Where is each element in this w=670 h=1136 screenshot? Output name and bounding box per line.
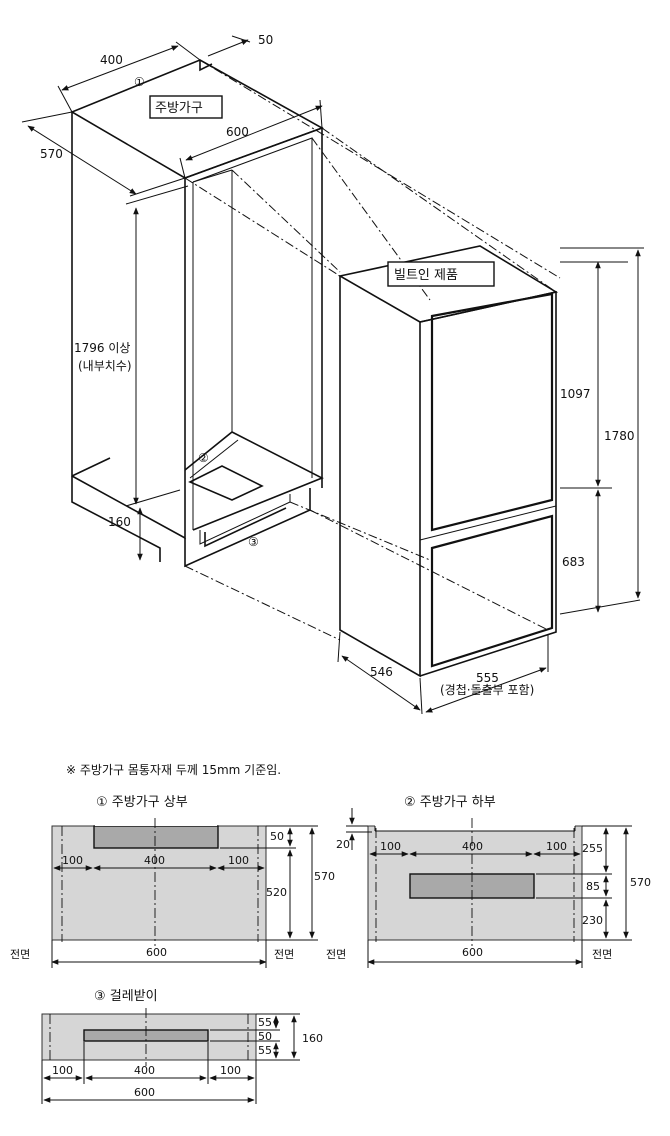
bottom-view-100a: 100 [380,840,401,853]
material-note: ※ 주방가구 몸통자재 두께 15mm 기준임. [66,763,281,777]
bottom-view-section: ② 주방가구 하부 100 400 100 600 전면 전면 20 [326,795,651,968]
bottom-view-255: 255 [582,842,603,855]
dim-600-label: 600 [226,125,249,139]
plinth-view-160: 160 [302,1032,323,1045]
dim-line-570 [27,125,137,195]
top-view-50: 50 [270,830,284,843]
circle-3-label: ③ [248,535,259,549]
top-view-570: 570 [314,870,335,883]
dim-1780-label: 1780 [604,429,635,443]
plinth-view-section: ③ 걸레받이 100 400 100 600 55 50 55 160 [41,989,323,1104]
dim-1097-label: 1097 [560,387,591,401]
bottom-view-title: ② 주방가구 하부 [404,795,496,810]
plinth-view-55b: 55 [258,1044,272,1057]
bottom-view-570: 570 [630,876,651,889]
plinth-view-55a: 55 [258,1016,272,1029]
top-view-slot [93,825,219,849]
dim-1796-label: 1796 이상 [74,341,130,355]
circle-1-label: ① [134,75,145,89]
projection-lines [184,59,561,641]
top-view-600: 600 [146,946,167,959]
bottom-view-20: 20 [336,838,350,851]
product-label-box [387,261,495,287]
plinth-view-50: 50 [258,1030,272,1043]
dim-line-400 [61,45,179,91]
plinth-view-title: ③ 걸레받이 [94,989,158,1004]
plinth-view-100b: 100 [220,1064,241,1077]
bottom-view-400: 400 [462,840,483,853]
dim-1796-sub-label: (내부치수) [78,359,132,373]
plinth-view-400: 400 [134,1064,155,1077]
bottom-view-front-left: 전면 [326,948,346,961]
dim-line-555 [425,667,547,713]
dim-546-label: 546 [370,665,393,679]
plinth-view-600: 600 [134,1086,155,1099]
dim-555-label: 555 [476,671,499,685]
built-in-product-drawing: 빌트인 제품 1097 683 1780 546 555 (경첩·돌출부 포함) [337,245,644,715]
top-view-100a: 100 [62,854,83,867]
top-view-section: ① 주방가구 상부 100 400 100 600 전면 전면 50 520 5… [10,795,335,968]
dim-555-sub-label: (경첩·돌출부 포함) [440,683,534,697]
dim-570-label: 570 [40,147,63,161]
dim-50-label: 50 [258,33,273,47]
top-view-100b: 100 [228,854,249,867]
bottom-view-230: 230 [582,914,603,927]
bottom-view-100b: 100 [546,840,567,853]
top-view-front-right: 전면 [274,948,294,961]
dim-160-label: 160 [108,515,131,529]
cabinet-label: 주방가구 [155,101,203,116]
bottom-view-front-right: 전면 [592,948,612,961]
kitchen-cabinet-drawing: 주방가구 400 ① 50 570 600 1796 이상 (내부치수) 160… [21,33,324,568]
top-view-520: 520 [266,886,287,899]
top-view-front-left: 전면 [10,948,30,961]
top-view-400: 400 [144,854,165,867]
circle-2-label: ② [198,451,209,465]
top-view-title: ① 주방가구 상부 [96,795,188,810]
dim-400-label: 400 [100,53,123,67]
product-label: 빌트인 제품 [394,268,458,283]
plinth-view-100a: 100 [52,1064,73,1077]
dim-line-600 [185,105,323,161]
bottom-view-600: 600 [462,946,483,959]
dim-line-546 [341,655,421,711]
dim-683-label: 683 [562,555,585,569]
bottom-view-85: 85 [586,880,600,893]
